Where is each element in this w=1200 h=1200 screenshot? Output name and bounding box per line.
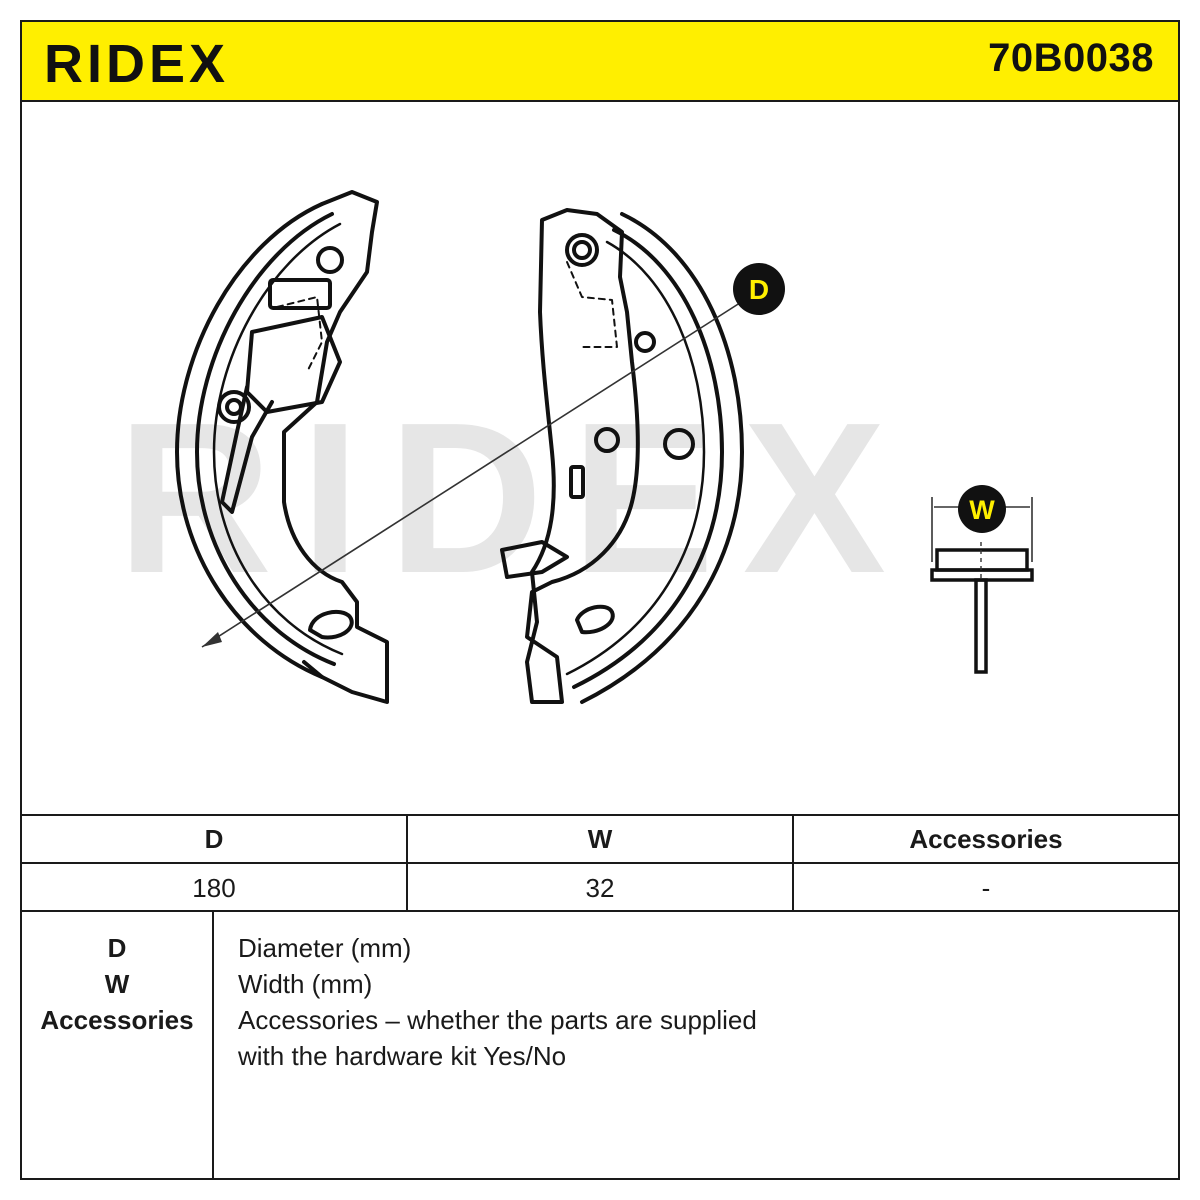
diameter-badge-label: D: [749, 274, 769, 305]
part-number: 70B0038: [988, 36, 1154, 80]
legend-desc-accessories: Accessories – whether the parts are supp…: [238, 1005, 757, 1035]
spec-header-w: W: [406, 816, 792, 862]
legend-descriptions: Diameter (mm) Width (mm) Accessories – w…: [238, 930, 1158, 1074]
right-shoe-upper-pivot-inner: [572, 240, 592, 260]
left-shoe-lining-inner: [195, 212, 336, 666]
right-shoe-hole-c: [663, 428, 695, 460]
legend: D W Accessories Diameter (mm) Width (mm)…: [22, 912, 1178, 1180]
left-shoe-dashed-guide: [276, 296, 323, 373]
diameter-badge: D: [733, 263, 785, 315]
diameter-dimension-line: [201, 291, 758, 648]
diameter-arrow-low: [202, 632, 222, 647]
spec-table-header-row: D W Accessories: [22, 816, 1178, 864]
legend-key-w: W: [104, 969, 130, 999]
legend-key-d: D: [107, 933, 127, 963]
left-shoe-adjuster: [268, 278, 332, 310]
spec-header-accessories: Accessories: [792, 816, 1178, 862]
product-sheet: RIDEX 70B0038 RIDEX: [20, 20, 1180, 1180]
technical-drawing: RIDEX: [117, 190, 1034, 704]
cross-section-lining: [935, 548, 1029, 572]
spec-value-w: 32: [406, 864, 792, 912]
legend-desc-width: Width (mm): [238, 969, 373, 999]
right-shoe-slot: [569, 465, 585, 499]
left-shoe-lever: [220, 385, 274, 514]
left-shoe-lining-outer: [175, 202, 324, 679]
right-shoe-hole-b: [594, 427, 620, 453]
right-shoe-dashed-guide: [566, 261, 618, 348]
right-shoe-upper-pivot: [565, 233, 599, 267]
left-shoe-pivot: [217, 390, 251, 424]
brand-logo-text: RIDEX: [44, 34, 229, 90]
legend-keys: D W Accessories: [22, 912, 214, 1180]
legend-key-accessories: Accessories: [40, 1005, 194, 1035]
left-shoe-web: [282, 190, 389, 704]
spec-value-accessories: -: [792, 864, 1178, 912]
right-shoe-lining-outer: [580, 212, 744, 704]
right-shoe-lining-inner: [572, 228, 724, 689]
spec-value-d: 180: [192, 872, 236, 903]
width-badge: W: [958, 485, 1006, 533]
legend-desc-accessories-cont: with the hardware kit Yes/No: [238, 1041, 567, 1071]
spec-header-d: D: [204, 823, 224, 854]
width-badge-label: W: [969, 495, 995, 525]
left-shoe-pivot-inner: [225, 398, 243, 416]
header-bar: RIDEX 70B0038: [22, 22, 1178, 102]
spec-table: D W Accessories 180 32 -: [22, 814, 1178, 912]
width-cross-section: [930, 548, 1034, 674]
cross-section-web: [974, 578, 988, 674]
right-shoe-lower-slot: [575, 604, 615, 635]
brand-logo: RIDEX: [44, 34, 229, 90]
left-shoe-lower-slot: [308, 609, 354, 640]
right-shoe-spring-hook: [500, 540, 569, 579]
right-shoe-lining-line: [565, 240, 706, 676]
spec-table-value-row: 180 32 -: [22, 864, 1178, 912]
legend-desc-diameter: Diameter (mm): [238, 933, 412, 963]
left-shoe-upper-hole: [316, 246, 344, 274]
right-shoe-hole-a: [634, 331, 656, 353]
left-shoe-lining-line: [212, 222, 344, 656]
